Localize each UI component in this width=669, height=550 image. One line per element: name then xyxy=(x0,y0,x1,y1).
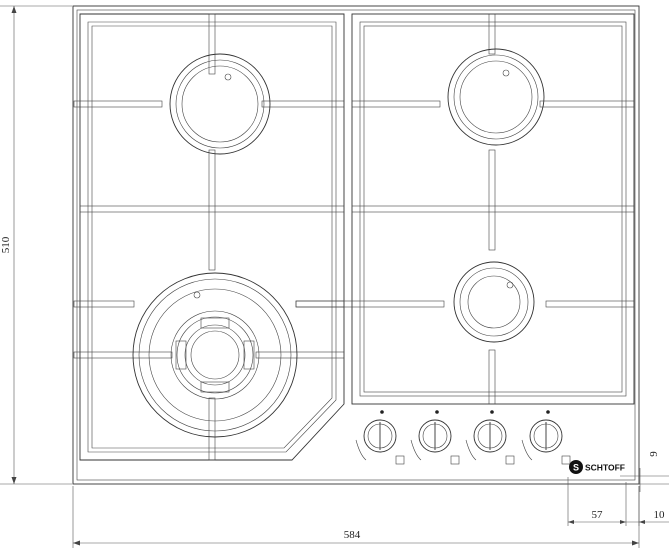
dimension-control-offset-label: 57 xyxy=(592,509,604,521)
dimension-total-width: 584 xyxy=(72,486,640,548)
dimension-total-depth: 510 xyxy=(0,5,72,485)
right-grate xyxy=(295,13,635,405)
burner-wok xyxy=(132,272,298,438)
dimension-vertical-gap-label: 9 xyxy=(648,451,660,457)
knob-4[interactable] xyxy=(521,410,571,465)
knob-1[interactable] xyxy=(355,410,405,465)
burner-top-left xyxy=(169,53,271,155)
dimension-edge-offset: 10 xyxy=(626,486,669,526)
brand-logo-letter: S xyxy=(573,463,579,473)
hob-outline xyxy=(72,5,640,485)
brand-name: SCHTOFF xyxy=(585,463,625,473)
burner-bottom-right xyxy=(453,261,535,343)
burner-top-right xyxy=(447,48,545,146)
dimension-depth-label: 510 xyxy=(0,236,12,253)
knob-3[interactable] xyxy=(465,410,515,465)
dimension-vertical-gap: 9 xyxy=(620,451,669,492)
brand-logo: S SCHTOFF xyxy=(569,460,625,474)
knob-2[interactable] xyxy=(410,410,460,465)
dimension-edge-offset-label: 10 xyxy=(654,509,666,521)
left-grate xyxy=(73,13,345,461)
dimension-control-offset: 57 xyxy=(567,477,627,526)
dimension-width-label: 584 xyxy=(344,529,361,541)
